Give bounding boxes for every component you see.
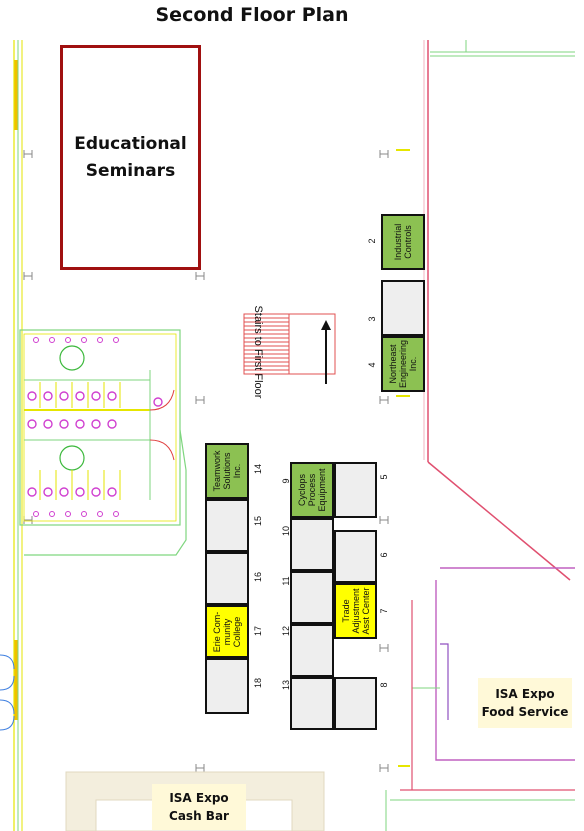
booth-label-line: Engineering (398, 339, 408, 389)
booth-4-number: 4 (367, 362, 377, 368)
booth-10-number: 10 (281, 526, 291, 537)
left-wall (13, 40, 23, 831)
booth-label-line: munity (222, 618, 232, 645)
booth-label-line: Teamwork (212, 450, 222, 492)
booth-label-line: Cyclops (297, 474, 307, 507)
booth-9-number: 9 (281, 478, 291, 484)
booth-label-line: Asst Center (360, 587, 371, 635)
booth-12 (290, 624, 334, 677)
food-service-line2: Food Service (481, 705, 569, 719)
booth-8 (334, 677, 377, 730)
booth-label-line: Process (307, 473, 317, 507)
booth-16 (205, 552, 249, 605)
educational-seminars-room: Educational Seminars (60, 45, 201, 270)
booth-2-number: 2 (367, 238, 377, 244)
booth-11 (290, 571, 334, 624)
booth-label-line: Adjustment (350, 588, 361, 634)
booth-label-line: Equipment (317, 468, 327, 512)
booth-12-number: 12 (281, 626, 291, 637)
column-markers (23, 150, 389, 772)
booth-label-line: Solutions (222, 452, 232, 490)
stairs-drawing (243, 313, 336, 375)
booth-13 (290, 677, 334, 730)
booth-8-number: 8 (379, 682, 389, 688)
booth-18 (205, 658, 249, 714)
booth-15-number: 15 (253, 516, 263, 527)
booth-10 (290, 518, 334, 571)
booth-label-line: Trade (340, 599, 351, 623)
booth-label-line: Controls (403, 225, 413, 259)
food-service-line1: ISA Expo (495, 687, 555, 701)
booth-label-line: Inc. (232, 463, 242, 479)
cash-bar-callout: ISA Expo Cash Bar (152, 784, 246, 830)
seminars-label-line1: Educational (74, 133, 187, 154)
booth-7-number: 7 (379, 608, 389, 614)
booth-18-number: 18 (253, 678, 263, 689)
cash-bar-line2: Cash Bar (169, 809, 229, 823)
food-service-callout: ISA Expo Food Service (478, 678, 572, 728)
booth-6 (334, 530, 377, 583)
restrooms (19, 329, 187, 556)
booth-11-number: 11 (281, 576, 291, 586)
booth-6-number: 6 (379, 552, 389, 558)
stairs-arrow (321, 320, 331, 384)
page-title: Second Floor Plan (155, 4, 349, 26)
booth-label-line: Industrial (393, 223, 403, 261)
left-doors (0, 654, 15, 731)
booth-label-line: Inc. (408, 356, 418, 372)
booth-17-number: 17 (253, 626, 263, 637)
seminars-label-line2: Seminars (85, 160, 176, 181)
booth-5-number: 5 (379, 474, 389, 480)
booth-5 (334, 462, 377, 518)
booth-label-line: College (232, 616, 242, 647)
booth-3 (381, 280, 425, 336)
booth-16-number: 16 (253, 572, 263, 583)
food-service-walls (385, 567, 575, 831)
booth-3-number: 3 (367, 316, 377, 322)
stairs-label: Stairs to First Floor (252, 305, 264, 399)
booth-label-line: Erie Com- (212, 611, 222, 652)
cash-bar-line1: ISA Expo (169, 791, 229, 805)
booth-15 (205, 499, 249, 552)
booth-label-line: Northeast (388, 344, 398, 384)
booth-13-number: 13 (281, 680, 291, 691)
booth-14-number: 14 (253, 464, 263, 475)
